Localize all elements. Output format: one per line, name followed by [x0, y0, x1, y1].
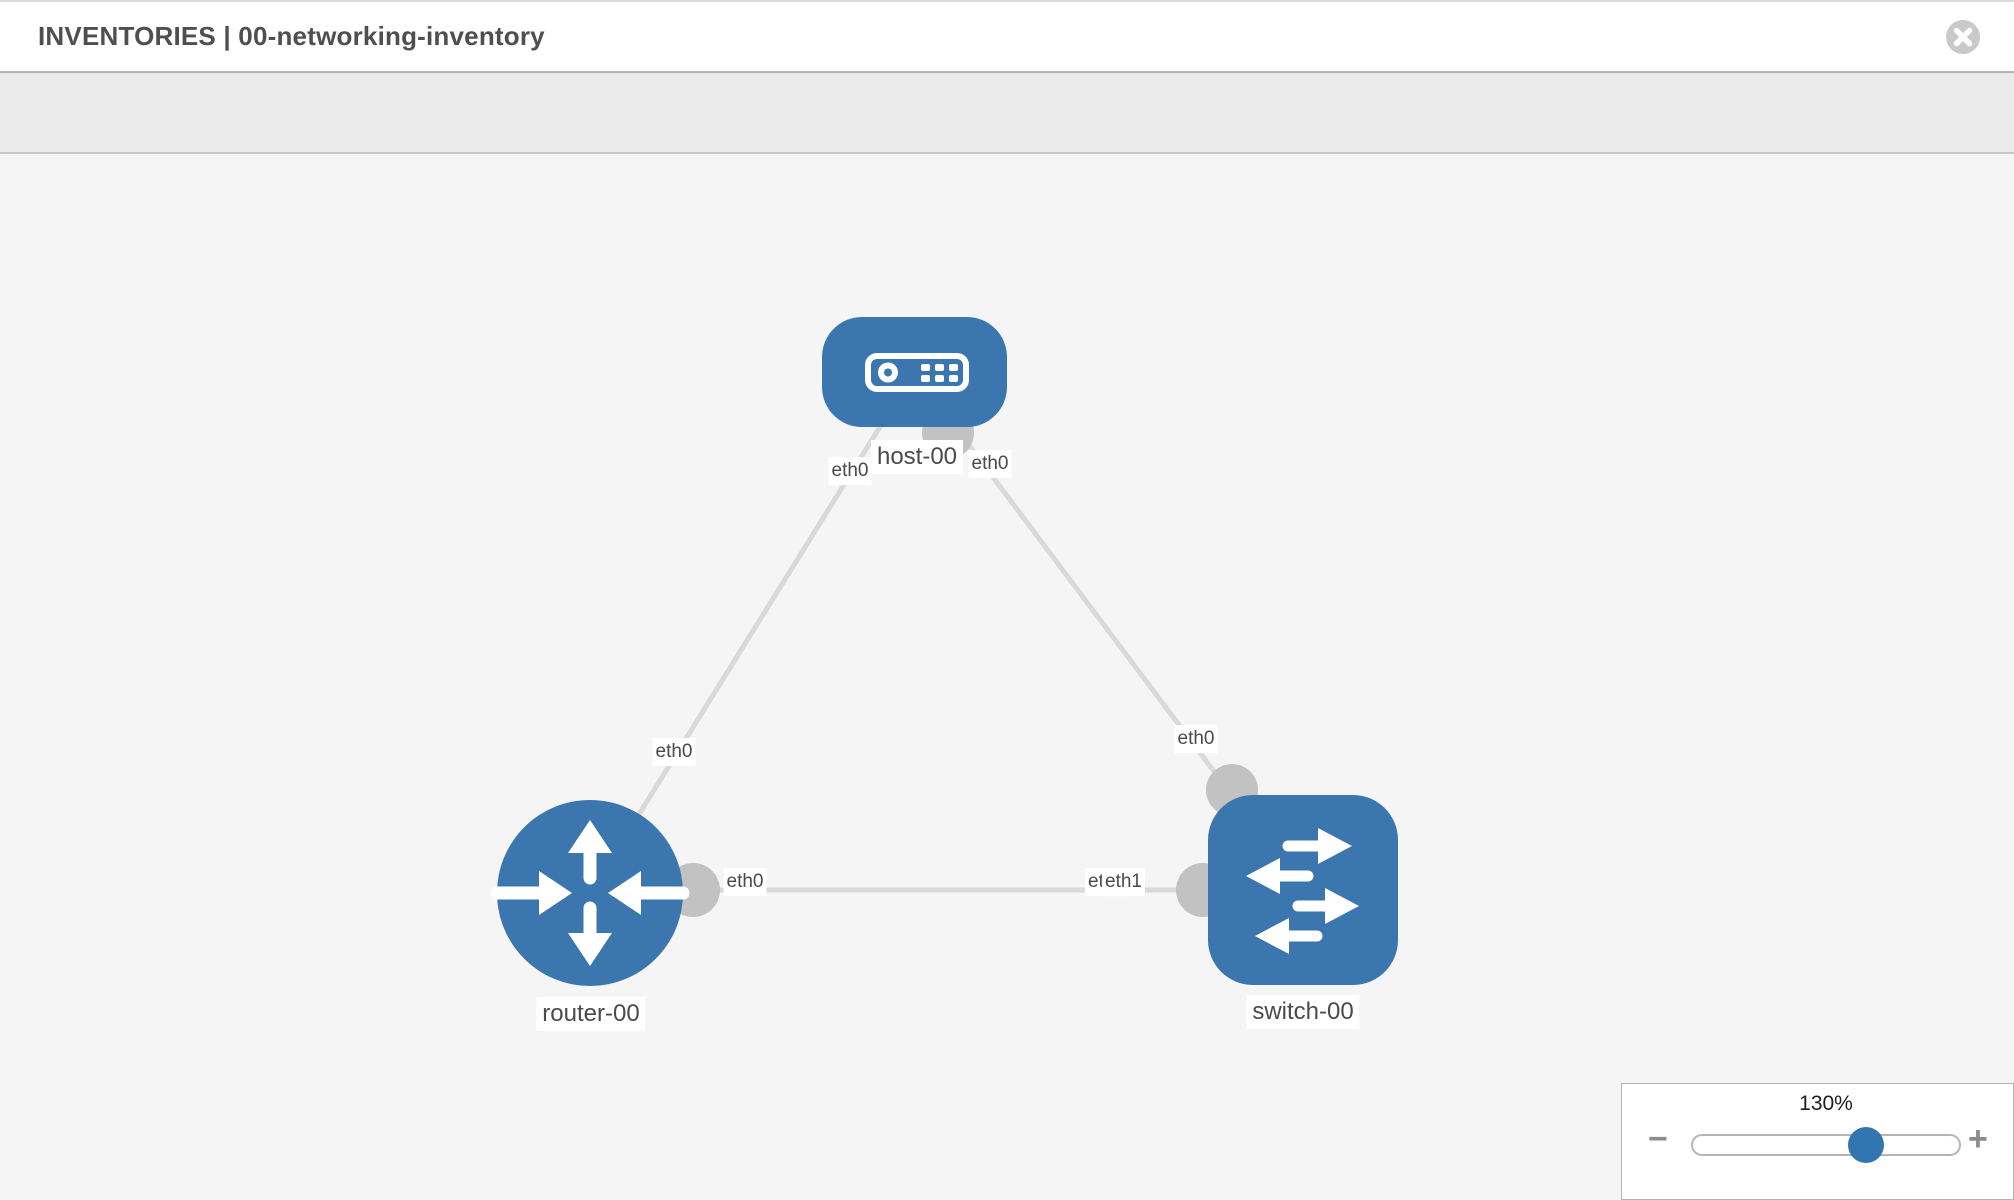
interface-label-host-left: eth0	[828, 457, 872, 485]
node-label-router[interactable]: router-00	[536, 997, 646, 1031]
zoom-control-panel: 130% − +	[1621, 1083, 2014, 1200]
close-button[interactable]	[1944, 18, 1982, 56]
node-label-switch[interactable]: switch-00	[1246, 995, 1360, 1029]
zoom-level: 130%	[1799, 1092, 1853, 1115]
zoom-slider-track[interactable]	[1691, 1127, 1961, 1163]
host-icon	[865, 353, 969, 392]
toolbar	[0, 73, 2014, 154]
close-icon	[1946, 20, 1980, 54]
header: INVENTORIES | 00-networking-inventory	[0, 0, 2014, 73]
interface-ports	[666, 407, 1258, 917]
interface-label-router-eth0: eth0	[723, 868, 767, 896]
zoom-out-button[interactable]: −	[1648, 1120, 1668, 1158]
interface-label-router-uplink: eth0	[652, 738, 696, 766]
page-title: INVENTORIES | 00-networking-inventory	[38, 21, 545, 51]
interface-label-switch-uplink: eth0	[1174, 725, 1218, 753]
zoom-slider-thumb[interactable]	[1848, 1127, 1884, 1163]
interface-label-switch-eth1: eth1	[1102, 868, 1145, 896]
node-switch-00[interactable]	[1208, 795, 1398, 985]
interface-label-host-right: eth0	[968, 450, 1012, 478]
node-router-00[interactable]	[490, 800, 690, 986]
router-icon	[490, 820, 690, 966]
node-label-host[interactable]: host-00	[870, 440, 964, 474]
zoom-in-button[interactable]: +	[1968, 1120, 1988, 1158]
node-host-00[interactable]	[822, 317, 1007, 427]
switch-icon	[1246, 828, 1359, 954]
